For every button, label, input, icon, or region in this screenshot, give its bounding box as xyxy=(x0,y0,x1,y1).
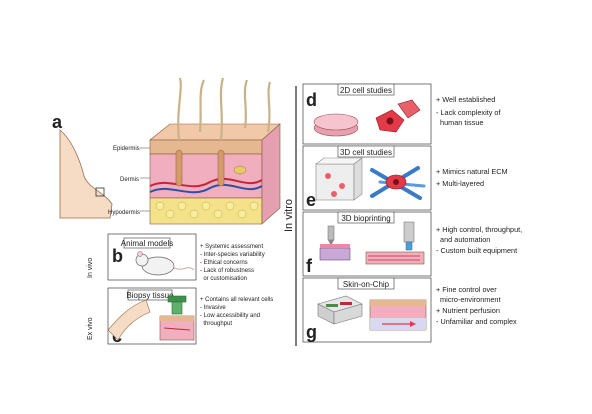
panel-c-bullet-3: - Low accessibility and xyxy=(200,313,260,319)
panel-d: 2D cell studies d + Well established - L… xyxy=(302,83,501,145)
panel-f-letter: f xyxy=(306,256,313,276)
panel-g-letter: g xyxy=(306,322,317,342)
hair-strands xyxy=(177,77,272,141)
2d-cells-illustration xyxy=(375,99,421,133)
panel-b-side-label: In vivo xyxy=(87,258,94,278)
panel-f-bullet-3: - Custom built equipment xyxy=(436,246,517,255)
panel-b-bullet-1: + Systemic assessment xyxy=(200,244,264,250)
panel-g-bullet-4: - Unfamiliar and complex xyxy=(436,317,517,326)
layer-label-hypodermis: Hypodermis xyxy=(108,210,140,216)
skin-cross-section xyxy=(149,123,281,225)
panel-g-bullet-3: + Nutrient perfusion xyxy=(436,306,500,315)
panel-c: Biopsy tissue c Ex vivo + Contains all r… xyxy=(87,287,273,346)
panel-d-bullet-2: - Lack complexity of xyxy=(436,108,501,117)
mouse-illustration xyxy=(135,251,195,276)
panel-g-bullet-2: micro-environment xyxy=(436,295,500,304)
panel-e-bullet-1: + Mimics natural ECM xyxy=(436,167,508,176)
panel-d-bullet-3: human tissue xyxy=(436,118,483,127)
panel-b-title-box xyxy=(123,237,171,249)
layer-label-dermis: Dermis xyxy=(120,177,139,183)
panel-d-letter: d xyxy=(306,90,317,110)
petri-dish-illustration xyxy=(313,113,359,137)
panel-c-side-label: Ex vivo xyxy=(87,317,94,340)
body-silhouette xyxy=(59,129,113,219)
panel-b-letter: b xyxy=(112,246,123,266)
panel-b-bullet-2: - Inter-species variability xyxy=(200,252,265,258)
skin-on-chip-illustration xyxy=(317,295,427,331)
panel-b: Animal models b In vivo + Systemic asses… xyxy=(87,233,265,282)
panel-d-title-box xyxy=(337,83,395,96)
panel-d-bullet-1: + Well established xyxy=(436,95,495,104)
panel-d-title: 2D cell studies xyxy=(340,86,392,95)
3d-cube-illustration xyxy=(315,157,363,201)
arm-illustration xyxy=(107,299,151,341)
panel-f-title: 3D bioprinting xyxy=(341,214,390,223)
in-vitro-label: In vitro xyxy=(283,199,295,232)
panel-g-bullet-1: + Fine control over xyxy=(436,285,497,294)
panel-a: a Epidermis Dermis Hypodermis xyxy=(52,77,281,225)
biopsy-punch-illustration xyxy=(159,295,195,341)
panel-e-letter: e xyxy=(306,190,316,210)
panel-a-letter: a xyxy=(52,112,63,132)
panel-f: 3D bioprinting f + High control, through… xyxy=(302,211,522,277)
panel-c-bullet-1: + Contains all relevant cells xyxy=(200,297,273,303)
panel-g-title-box xyxy=(337,277,395,290)
panel-c-bullet-4: throughput xyxy=(200,321,232,327)
panel-c-title-box xyxy=(127,289,173,301)
in-vitro-sidebar: In vitro xyxy=(283,86,297,346)
panel-g: Skin-on-Chip g + Fine control over micro… xyxy=(302,277,517,343)
panel-f-bullet-1: + High control, throughput, xyxy=(436,225,522,234)
panel-f-title-box xyxy=(337,211,395,224)
panel-b-title: Animal models xyxy=(121,239,173,248)
panel-c-title: Biopsy tissue xyxy=(126,291,174,300)
ecm-fibres-illustration xyxy=(370,166,426,200)
panel-e-title: 3D cell studies xyxy=(340,148,392,157)
panel-b-bullet-4: - Lack of robustness xyxy=(200,268,254,274)
panel-f-bullet-2: and automation xyxy=(436,235,490,244)
panel-b-bullet-3: - Ethical concerns xyxy=(200,260,248,266)
panel-e-bullet-2: + Multi-layered xyxy=(436,179,484,188)
layer-label-epidermis: Epidermis xyxy=(113,146,140,152)
panel-g-title: Skin-on-Chip xyxy=(343,280,390,289)
panel-e-title-box xyxy=(337,145,395,158)
panel-c-bullet-2: - Invasive xyxy=(200,305,226,311)
bioprinter-illustration xyxy=(319,221,425,265)
zoom-region-marker xyxy=(95,187,105,197)
panel-b-bullet-5: or customisation xyxy=(200,276,247,282)
panel-e: 3D cell studies e + Mimics natural ECM +… xyxy=(302,145,508,211)
